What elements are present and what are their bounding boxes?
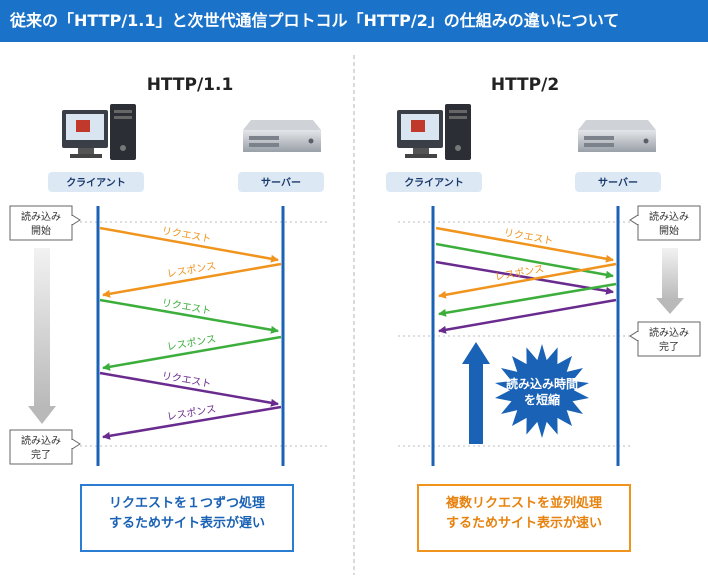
right-end-label: 読み込み 完了	[629, 321, 701, 357]
arrow-request-2	[99, 298, 279, 334]
burst-text-line-2: を短縮	[524, 392, 560, 407]
right-caption: 複数リクエストを並列処理 するためサイト表示が速い	[417, 484, 631, 552]
svg-text:読み込み: 読み込み	[21, 434, 61, 447]
right-panel: HTTP/2 クライアント サーバー	[386, 75, 701, 466]
time-reduction-burst: 読み込み時間 を短縮	[495, 344, 589, 438]
arrow-request-orange	[435, 226, 614, 263]
arrow-request-1	[99, 226, 279, 263]
left-heading: HTTP/1.1	[147, 75, 234, 95]
server-label: サーバー	[598, 177, 638, 189]
right-caption-line-1: 複数リクエストを並列処理	[445, 496, 602, 511]
arrow-response-3	[102, 405, 282, 440]
left-caption-line-1: リクエストを１つずつ処理	[108, 496, 265, 511]
left-caption: リクエストを１つずつ処理 するためサイト表示が遅い	[80, 484, 294, 552]
arrow-request-purple	[435, 260, 614, 295]
right-time-arrow	[656, 248, 684, 314]
right-heading: HTTP/2	[491, 75, 559, 95]
http1-arrows: リクエスト レスポンス リクエスト レスポンス リクエスト レスポンス	[99, 225, 282, 440]
client-computer-icon	[62, 104, 136, 160]
arrow-response-orange	[438, 262, 617, 299]
shorten-up-arrow	[462, 342, 490, 444]
server-label-pill	[238, 172, 324, 192]
svg-text:完了: 完了	[31, 448, 51, 461]
client-label-pill	[48, 172, 144, 192]
right-start-label: 読み込み 開始	[629, 205, 701, 241]
svg-text:完了: 完了	[659, 340, 679, 353]
svg-text:開始: 開始	[31, 224, 51, 237]
arrow-response-green	[438, 282, 617, 317]
left-caption-line-2: するためサイト表示が遅い	[108, 516, 265, 531]
right-caption-line-2: するためサイト表示が速い	[445, 516, 602, 531]
arrow-label-request-1: リクエスト	[161, 225, 212, 246]
http2-arrows: リクエスト レスポンス	[435, 226, 617, 334]
svg-text:開始: 開始	[659, 224, 679, 237]
client-computer-icon	[397, 104, 471, 160]
left-start-label: 読み込み 開始	[9, 205, 81, 241]
server-label: サーバー	[261, 177, 301, 189]
svg-text:読み込み: 読み込み	[649, 210, 689, 223]
arrow-request-3	[99, 371, 279, 407]
server-icon	[578, 120, 656, 152]
client-label: クライアント	[404, 177, 464, 189]
left-panel: HTTP/1.1 ク	[9, 75, 330, 466]
arrow-response-1	[102, 262, 282, 298]
arrow-response-2	[102, 335, 282, 371]
arrow-response-purple	[438, 298, 617, 334]
left-end-label: 読み込み 完了	[9, 429, 81, 465]
svg-text:読み込み: 読み込み	[21, 210, 61, 223]
page-title: 従来の「HTTP/1.1」と次世代通信プロトコル「HTTP/2」の仕組みの違いに…	[0, 0, 708, 42]
server-label-pill	[575, 172, 661, 192]
left-time-arrow	[28, 248, 56, 424]
client-label-pill	[386, 172, 482, 192]
burst-text-line-1: 読み込み時間	[506, 376, 578, 391]
client-label: クライアント	[66, 177, 126, 189]
svg-text:読み込み: 読み込み	[649, 326, 689, 339]
server-icon	[243, 120, 321, 152]
